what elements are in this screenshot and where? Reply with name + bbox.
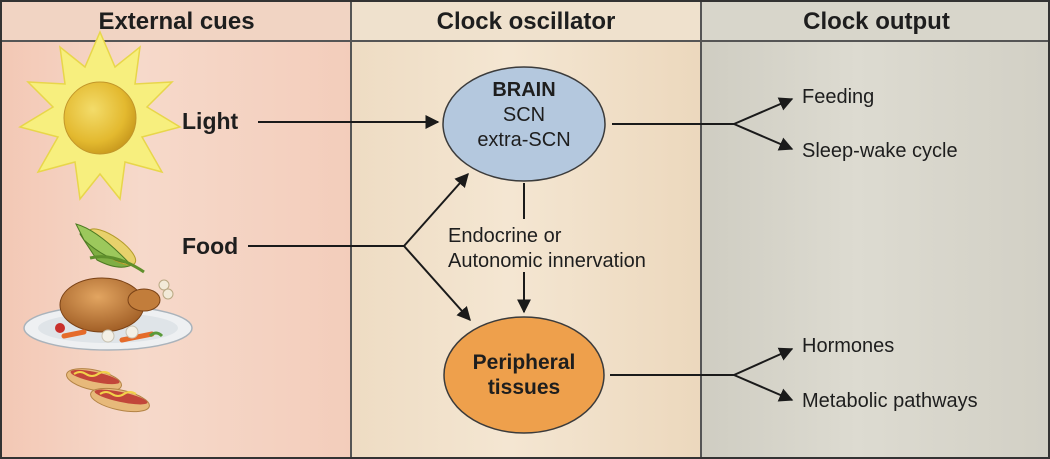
brain-node-text: BRAIN SCN extra-SCN — [444, 77, 604, 153]
light-label: Light — [182, 108, 239, 134]
hotdog-icon — [66, 368, 150, 413]
brain-node — [442, 66, 606, 182]
output-feeding: Feeding — [802, 86, 875, 108]
header-external-cues: External cues — [2, 2, 351, 42]
food-to-brain-arrow — [403, 172, 469, 247]
peripheral-line-2: tissues — [487, 376, 561, 399]
column-divider-left — [350, 2, 352, 457]
brain-scn: SCN — [502, 104, 546, 126]
header-clock-output: Clock output — [701, 2, 1048, 42]
output-sleep-wake-cycle: Sleep-wake cycle — [802, 140, 958, 162]
pathway-line-2: Autonomic innervation — [448, 250, 646, 272]
roast-turkey-icon — [23, 277, 193, 351]
column-divider-right — [700, 2, 702, 457]
output-metabolic-pathways: Metabolic pathways — [802, 390, 978, 412]
pathway-label: Endocrine or Autonomic innervation — [448, 224, 646, 274]
brain-extra-scn: extra-SCN — [477, 129, 571, 151]
corn-icon — [75, 223, 145, 274]
metabolic-arrow — [733, 374, 794, 402]
pathway-line-1: Endocrine or — [448, 225, 562, 247]
output-hormones: Hormones — [802, 335, 895, 357]
feeding-arrow — [733, 97, 794, 125]
food-label: Food — [182, 233, 239, 259]
brain-title: BRAIN — [492, 79, 556, 101]
header-clock-oscillator: Clock oscillator — [351, 2, 701, 42]
external-cues-column — [2, 2, 351, 457]
food-to-peripheral-arrow — [403, 245, 471, 322]
clock-output-column — [701, 2, 1048, 457]
peripheral-node-text: Peripheral tissues — [444, 350, 604, 400]
peripheral-tissues-node — [443, 316, 605, 434]
peripheral-line-1: Peripheral — [472, 351, 576, 374]
hormones-arrow — [733, 347, 794, 376]
sleep-wake-arrow — [733, 123, 794, 151]
sun-icon — [18, 30, 182, 201]
